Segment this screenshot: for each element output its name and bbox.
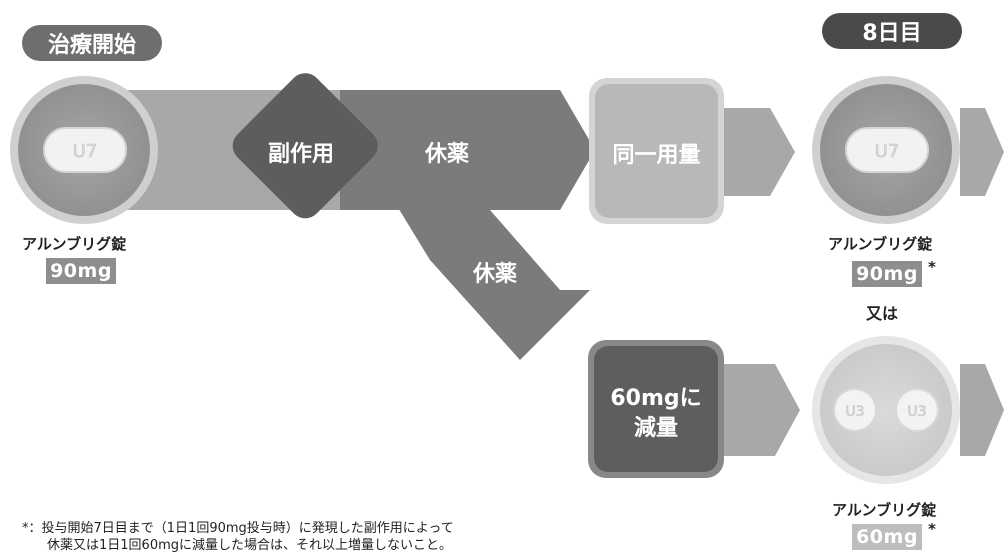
day8-drug-b-name: アルンブリグ錠: [832, 501, 937, 519]
or-label: 又は: [866, 304, 899, 323]
footnote-line1: *：投与開始7日目まで（1日1回90mg投与時）に発現した副作用によって: [22, 521, 454, 536]
start-tablet-imprint: U7: [73, 141, 98, 162]
day8-drug-b-dose: 60mg: [852, 524, 922, 550]
reduce-dose-label-line2: 減量: [633, 416, 678, 441]
start-drug-dose: 90mg: [46, 258, 116, 284]
same-dose-box-inner: [595, 84, 718, 218]
day8-drug-a-dose: 90mg: [852, 261, 922, 287]
rest-label-upper: 休薬: [425, 142, 470, 167]
treatment-start-label: 治療開始: [47, 33, 136, 58]
day8-tablet-imprint-b1: U3: [845, 404, 864, 420]
diagonal-arrow: [375, 170, 590, 360]
reduce-dose-label-line1: 60mgに: [610, 386, 702, 411]
day8-label: 8日目: [862, 21, 922, 46]
upper-far-band: [960, 108, 1004, 196]
day8-tablet-b1: [833, 388, 877, 432]
day8-drug-b-asterisk: *: [928, 520, 936, 538]
start-drug-name: アルンブリグ錠: [22, 235, 127, 253]
side-effect-label: 副作用: [267, 142, 334, 167]
day8-pill-inner-b: [820, 344, 952, 476]
day8-drug-a-name: アルンブリグ錠: [828, 235, 933, 253]
day8-tablet-imprint-b2: U3: [907, 404, 926, 420]
rest-label-lower: 休薬: [473, 262, 518, 287]
same-dose-label: 同一用量: [612, 143, 701, 168]
reduce-dose-box-inner: [594, 346, 718, 472]
footnote-line2: 休薬又は1日1回60mgに減量した場合は、それ以上増量しないこと。: [47, 538, 452, 553]
lower-far-band: [960, 364, 1004, 456]
start-label-pill: [22, 25, 162, 61]
day8-drug-a-asterisk: *: [928, 258, 936, 276]
day8-tablet-b2: [895, 388, 939, 432]
day8-label-pill: [822, 13, 962, 49]
day8-tablet-imprint-a: U7: [875, 141, 900, 162]
day8-tablet-a: [845, 127, 929, 173]
start-tablet: [43, 127, 127, 173]
side-effect-diamond: [232, 73, 378, 219]
